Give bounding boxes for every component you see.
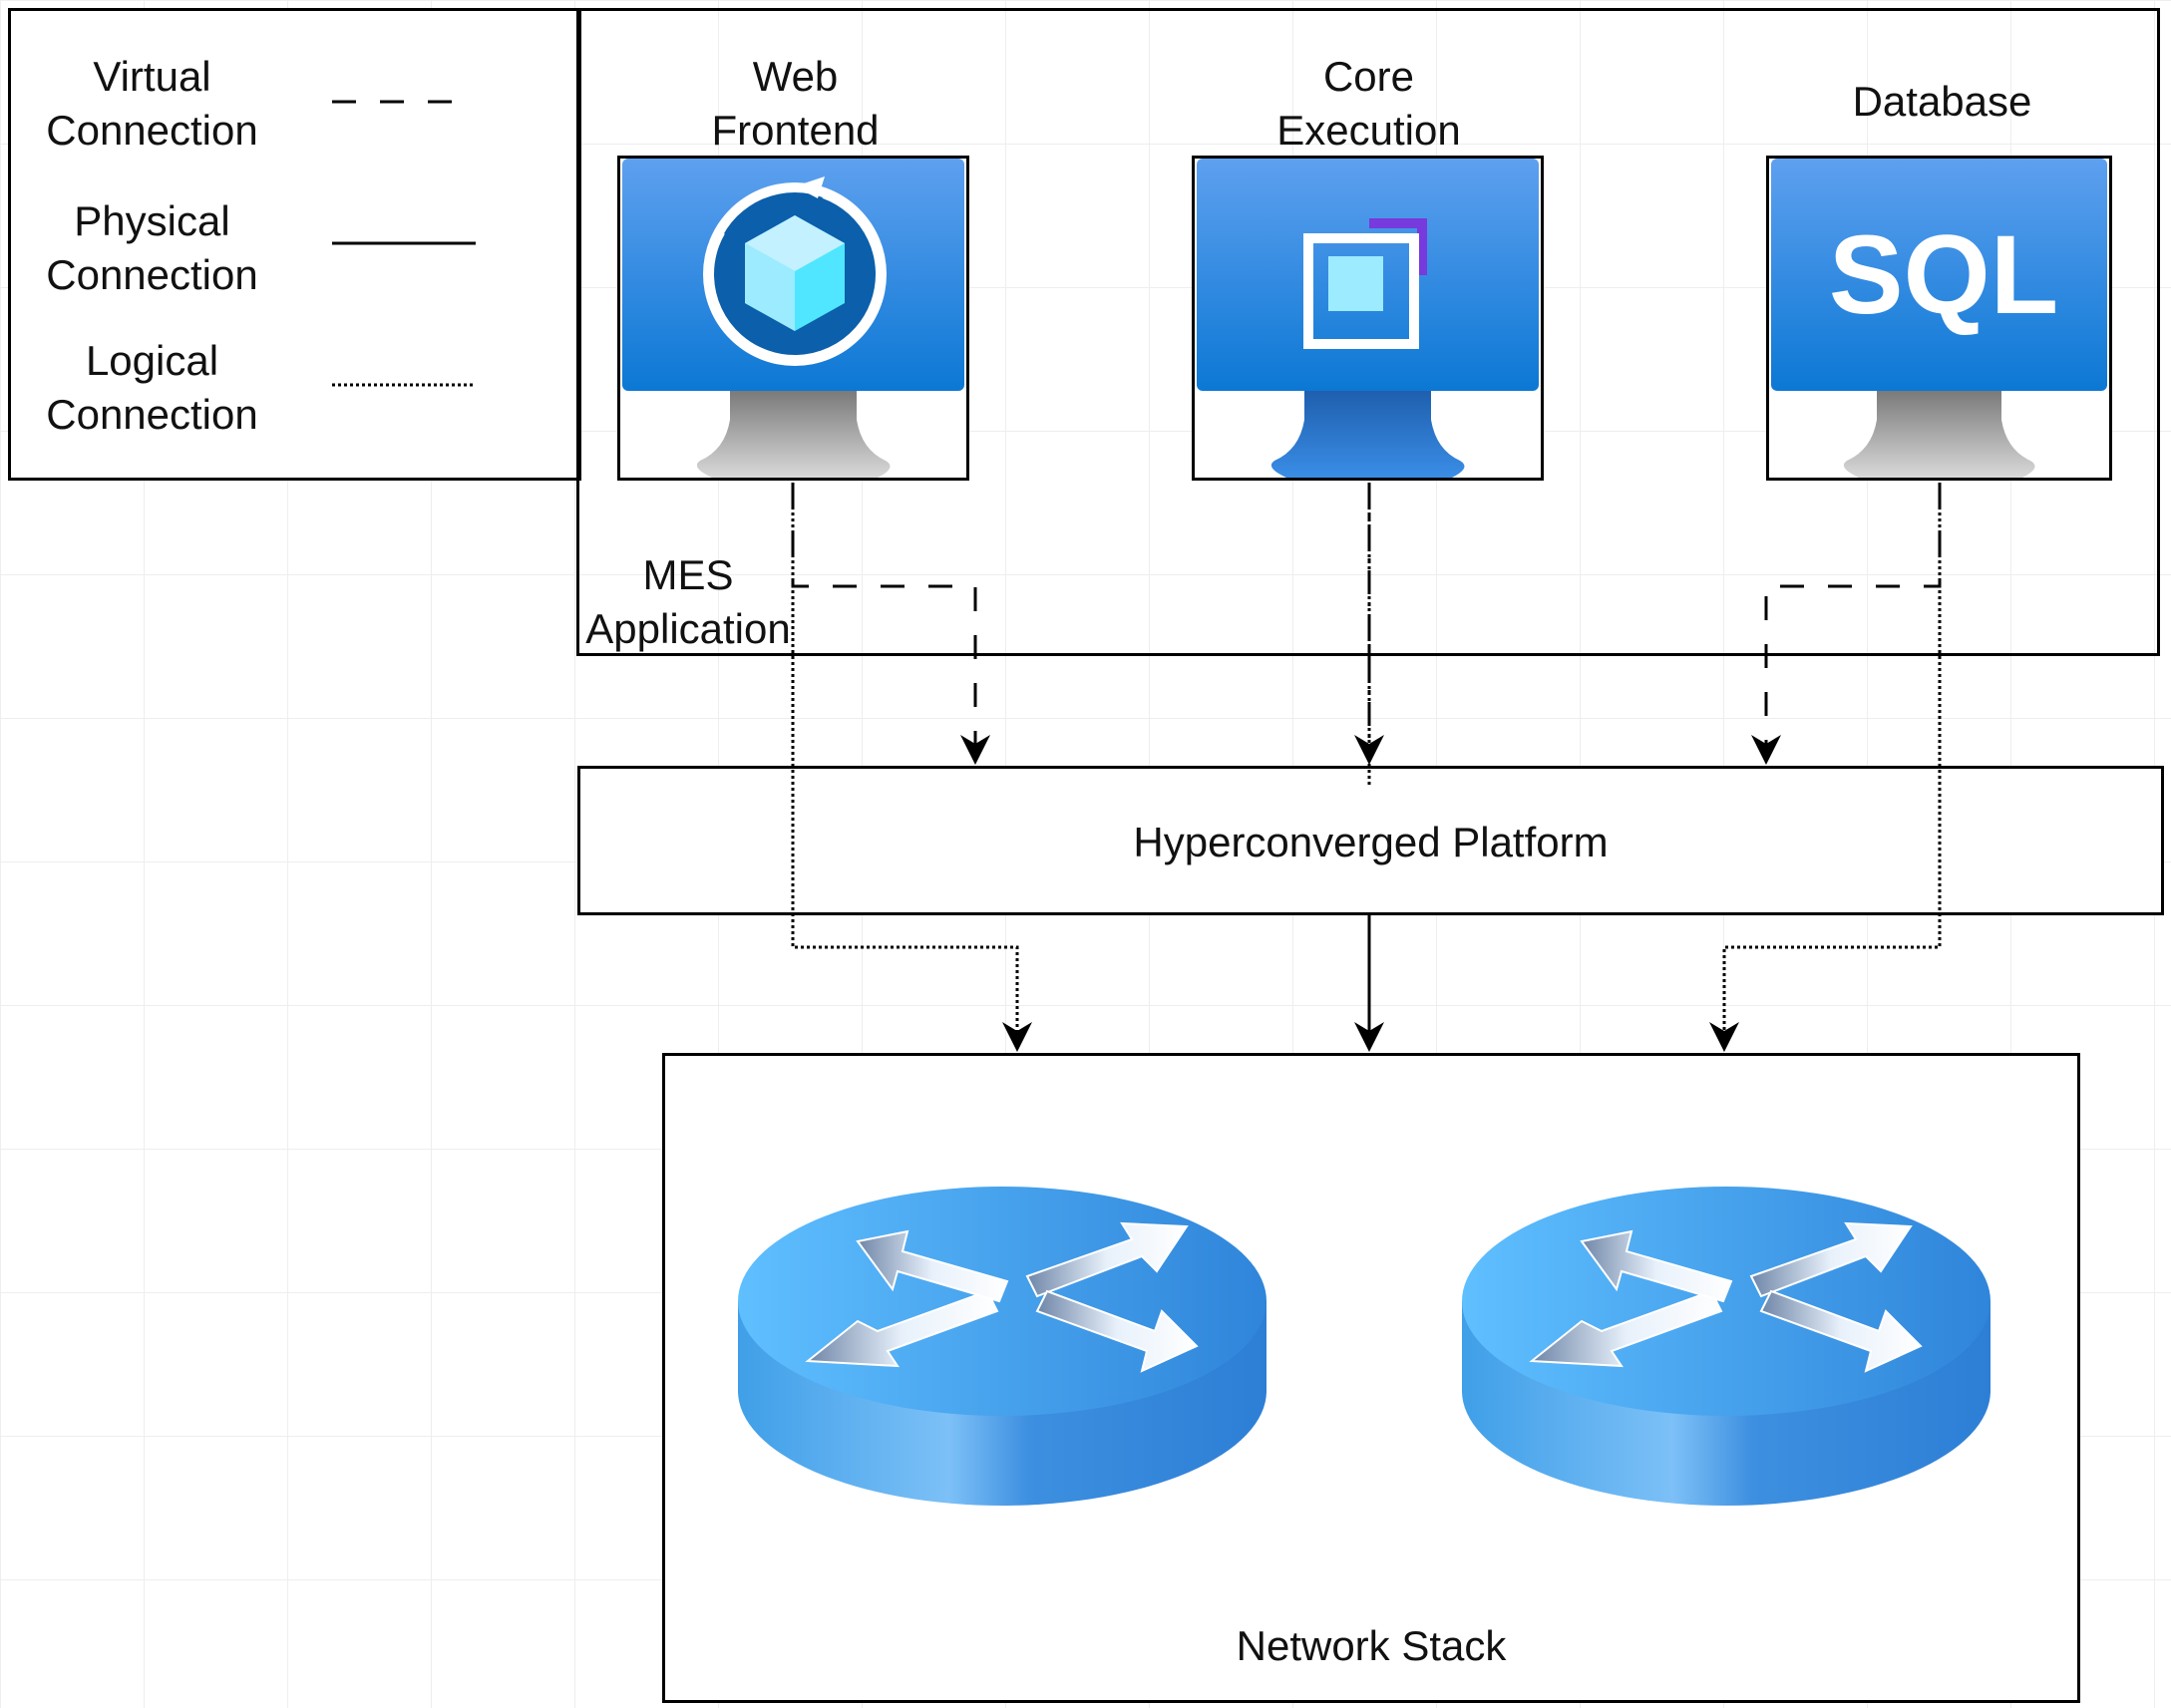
mes-application-label: MES Application — [585, 551, 791, 652]
legend-physical-label: Physical Connection — [46, 197, 258, 298]
mes-application-group — [576, 8, 2160, 656]
refresh-cube-monitor-icon — [622, 159, 964, 478]
database-label: Database — [1852, 78, 2032, 125]
sql-icon-text: SQL — [1829, 212, 2058, 337]
hyperconverged-platform-box — [577, 766, 2164, 915]
db-virtual-connection — [1751, 483, 1942, 765]
legend-virtual-label: Virtual Connection — [46, 53, 258, 154]
hyperconverged-platform-label: Hyperconverged Platform — [1133, 819, 1609, 865]
web-logical-connection — [791, 483, 1032, 1052]
core-execution-node — [1192, 156, 1544, 481]
router-icon — [1461, 1186, 1991, 1507]
network-stack-label: Network Stack — [1236, 1622, 1507, 1669]
web-frontend-label: Web Frontend — [711, 53, 880, 154]
core-execution-label: Core Execution — [1276, 53, 1461, 154]
database-node: SQL — [1766, 156, 2112, 481]
sql-monitor-icon: SQL — [1771, 159, 2107, 478]
legend-logical-label: Logical Connection — [46, 337, 258, 438]
legend-box — [8, 8, 581, 481]
db-logical-connection — [1709, 483, 1942, 1052]
container-monitor-icon — [1197, 159, 1539, 478]
web-frontend-node — [617, 156, 969, 481]
web-virtual-connection — [791, 483, 990, 765]
router-icon — [737, 1186, 1267, 1507]
